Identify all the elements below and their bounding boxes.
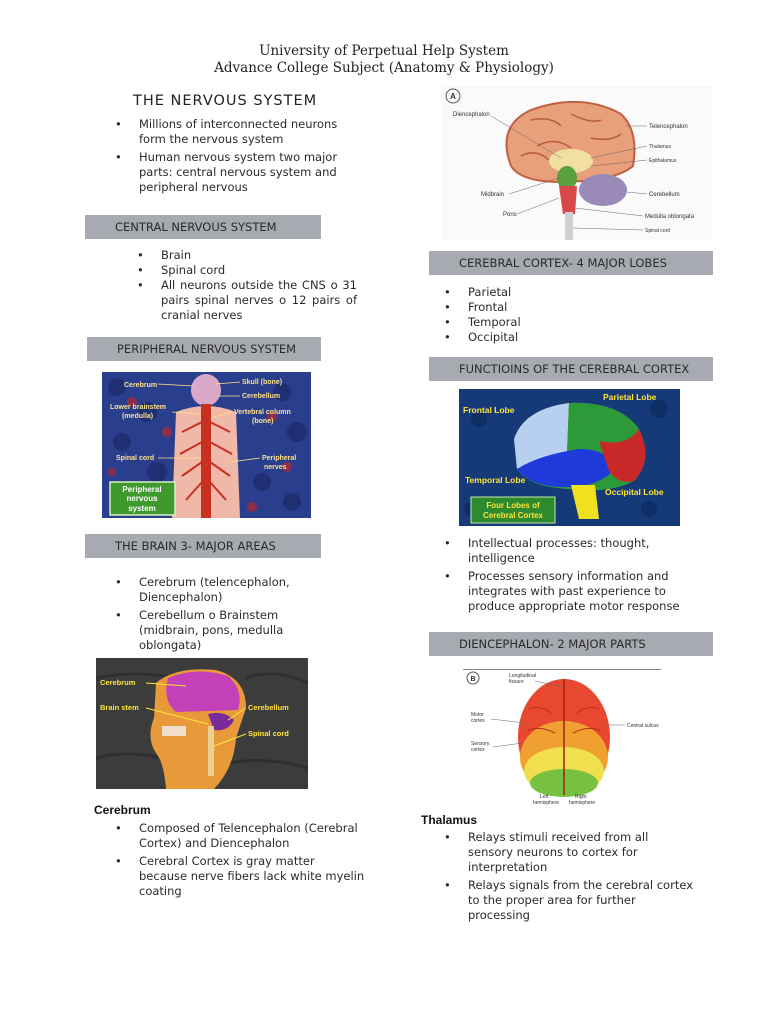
label-telencephalon: Telencephalon — [649, 124, 688, 130]
list-item: Relays stimuli received from all sensory… — [444, 830, 694, 875]
list-item: Brain — [137, 248, 357, 263]
label-motor-cortex: cortex — [471, 718, 485, 724]
list-item: All neurons outside the CNS o 31 pairs s… — [137, 278, 357, 323]
caption-peripheral: Peripheral — [122, 485, 161, 494]
brain-top-view-figure: B Longitudinal fissure Motor cortex Cent… — [463, 669, 661, 808]
label-sensory-cortex: cortex — [471, 747, 485, 753]
figure-tag-a: A — [450, 92, 456, 101]
figure-tag-b: B — [470, 676, 475, 683]
label-left: Left — [540, 794, 549, 800]
list-item: Cerebrum (telencephalon, Diencephalon) — [115, 575, 325, 605]
list-item: Temporal — [444, 315, 644, 330]
label-spinal-cord: Spinal cord — [248, 729, 289, 738]
list-item: Frontal — [444, 300, 644, 315]
label-medulla: Medulla oblongata — [645, 214, 695, 220]
brain-areas-figure: Cerebrum Brain stem Cerebellum Spinal co… — [96, 658, 308, 789]
caption-four-lobes: Four Lobes of — [486, 501, 540, 510]
subheading-thalamus: Thalamus — [421, 813, 478, 827]
label-motor: Motor — [471, 712, 484, 718]
label-epithalamus: Epithalamus — [649, 158, 677, 164]
label-nerves: nerves — [264, 464, 287, 471]
list-item: Occipital — [444, 330, 644, 345]
list-item: Parietal — [444, 285, 644, 300]
list-item: Intellectual processes: thought, intelli… — [444, 536, 704, 566]
label-diencephalon: Diencephalon — [453, 112, 490, 118]
section-heading-cortex: CEREBRAL CORTEX- 4 MAJOR LOBES — [429, 251, 713, 275]
label-midbrain: Midbrain — [481, 192, 504, 198]
label-occipital-lobe: Occipital Lobe — [605, 487, 664, 497]
label-thalamus: Thalamus — [649, 144, 671, 150]
label-cerebellum: Cerebellum — [242, 393, 280, 400]
list-item: Relays signals from the cerebral cortex … — [444, 878, 694, 923]
label-sensory: Sensory — [471, 741, 490, 747]
list-item: Human nervous system two major parts: ce… — [115, 150, 365, 195]
label-longitudinal: Longitudinal — [509, 673, 536, 679]
header-line-2: Advance College Subject (Anatomy & Physi… — [214, 60, 554, 76]
list-item: Cerebral Cortex is gray matter because n… — [115, 854, 365, 899]
label-spinal-cord: Spinal cord — [645, 228, 670, 234]
section-heading-functions: FUNCTIOINS OF THE CEREBRAL CORTEX — [429, 357, 713, 381]
label-cerebellum: Cerebellum — [248, 703, 289, 712]
label-vertebral-bone: (bone) — [252, 418, 273, 425]
functions-list: Intellectual processes: thought, intelli… — [444, 536, 704, 617]
list-item: Composed of Telencephalon (Cerebral Cort… — [115, 821, 365, 851]
subheading-cerebrum: Cerebrum — [94, 803, 151, 817]
label-frontal-lobe: Frontal Lobe — [463, 405, 515, 415]
label-right-hemisphere: hemisphere — [569, 800, 595, 806]
lobes-list: Parietal Frontal Temporal Occipital — [444, 285, 644, 345]
page-title: THE NERVOUS SYSTEM — [133, 93, 318, 109]
list-item: Processes sensory information and integr… — [444, 569, 704, 614]
intro-list: Millions of interconnected neurons form … — [115, 117, 365, 198]
label-brain-stem: Brain stem — [100, 703, 139, 712]
label-central-sulcus: Central sulcus — [627, 723, 659, 729]
label-pons: Pons — [503, 212, 517, 218]
label-cerebrum: Cerebrum — [100, 678, 136, 687]
brain-list: Cerebrum (telencephalon, Diencephalon) C… — [115, 575, 325, 656]
label-cerebellum: Cerebellum — [649, 192, 680, 198]
cerebrum-list: Composed of Telencephalon (Cerebral Cort… — [115, 821, 365, 902]
caption-system: system — [128, 504, 156, 513]
section-heading-pns: PERIPHERAL NERVOUS SYSTEM — [87, 337, 321, 361]
section-heading-diencephalon: DIENCEPHALON- 2 MAJOR PARTS — [429, 632, 713, 656]
peripheral-nervous-system-figure: Cerebrum Skull (bone) Cerebellum Lower b… — [102, 372, 311, 518]
list-item: Cerebellum o Brainstem (midbrain, pons, … — [115, 608, 325, 653]
label-temporal-lobe: Temporal Lobe — [465, 475, 526, 485]
list-item: Spinal cord — [137, 263, 357, 278]
section-heading-brain: THE BRAIN 3- MAJOR AREAS — [85, 534, 321, 558]
label-right: Right — [575, 794, 587, 800]
label-parietal-lobe: Parietal Lobe — [603, 392, 657, 402]
section-heading-cns: CENTRAL NERVOUS SYSTEM — [85, 215, 321, 239]
cns-list: Brain Spinal cord All neurons outside th… — [137, 248, 357, 326]
label-fissure: fissure — [509, 679, 524, 685]
thalamus-list: Relays stimuli received from all sensory… — [444, 830, 694, 926]
header-line-1: University of Perpetual Help System — [259, 43, 509, 59]
label-medulla: (medulla) — [122, 413, 153, 420]
label-vertebral-column: Vertebral column — [234, 409, 291, 416]
brain-sagittal-figure: A Diencephalon Telencephalon Thalamus Ep… — [441, 86, 712, 240]
caption-cerebral-cortex: Cerebral Cortex — [483, 511, 544, 520]
four-lobes-figure: Frontal Lobe Parietal Lobe Temporal Lobe… — [459, 389, 680, 526]
caption-nervous: nervous — [126, 494, 158, 503]
label-skull: Skull (bone) — [242, 379, 282, 386]
label-cerebrum: Cerebrum — [124, 382, 157, 389]
label-lower-brainstem: Lower brainstem — [110, 404, 166, 411]
label-spinal-cord: Spinal cord — [116, 455, 154, 462]
list-item: Millions of interconnected neurons form … — [115, 117, 365, 147]
label-left-hemisphere: hemisphere — [533, 800, 559, 806]
label-peripheral: Peripheral — [262, 455, 296, 462]
